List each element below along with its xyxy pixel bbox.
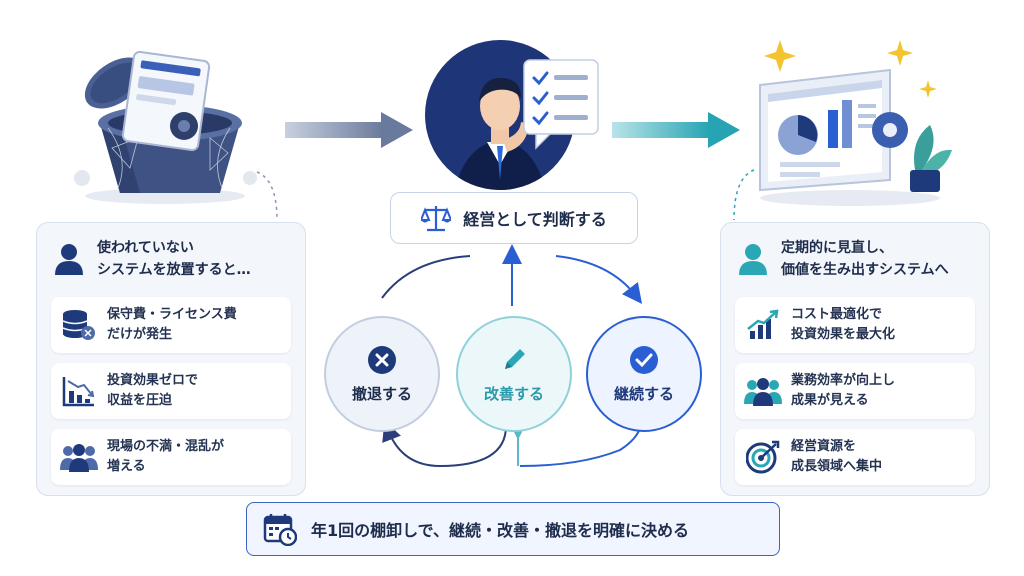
check-icon — [630, 345, 658, 374]
left-item-roi-line2: 収益を圧迫 — [107, 393, 173, 408]
right-item-efficiency: 業務効率が向上し 成果が見える — [735, 363, 975, 419]
left-panel-title-line2: システムを放置すると… — [97, 262, 251, 278]
left-item-staff-line2: 増える — [107, 459, 146, 474]
sparkle-icon — [764, 40, 796, 72]
declining-chart-icon — [62, 377, 95, 407]
right-item-cost-line1: コスト最適化で — [791, 307, 883, 322]
left-item-roi-line1: 投資効果ゼロで — [107, 373, 199, 388]
dashed-connector — [733, 169, 755, 221]
right-item-efficiency-line2: 成果が見える — [791, 393, 869, 408]
people-group-icon — [60, 444, 98, 472]
left-item-staff: 現場の不満・混乱が 増える — [51, 429, 291, 485]
calendar-clock-icon — [263, 514, 297, 546]
left-panel: 使われていない システムを放置すると… 保守費・ライセンス費 だけが発生 投資効… — [36, 222, 306, 496]
person-icon — [55, 244, 83, 275]
left-item-cost: 保守費・ライセンス費 だけが発生 — [51, 297, 291, 353]
arrow-right-icon — [285, 112, 413, 148]
person-icon — [739, 244, 767, 275]
dashed-connector — [256, 171, 278, 221]
dashboard-illustration — [759, 40, 952, 206]
close-icon — [368, 345, 396, 374]
left-item-cost-line2: だけが発生 — [107, 327, 173, 342]
target-icon — [746, 440, 780, 474]
checklist-icon — [523, 59, 599, 150]
judgement-label: 経営として判断する — [463, 210, 607, 229]
rising-chart-icon — [747, 309, 779, 339]
right-panel-header: 定期的に見直し、 価値を生み出すシステムへ — [739, 237, 949, 281]
team-icon — [744, 378, 782, 406]
right-item-resources: 経営資源を 成長領域へ集中 — [735, 429, 975, 485]
abandoned-system-illustration — [74, 50, 257, 204]
right-item-resources-line2: 成長領域へ集中 — [791, 459, 883, 474]
option-continue: 継続する — [586, 316, 702, 432]
option-improve-label: 改善する — [483, 384, 544, 403]
option-continue-label: 継続する — [613, 384, 674, 403]
bottom-banner: 年1回の棚卸しで、継続・改善・撤退を明確に決める — [246, 502, 780, 556]
pencil-icon — [505, 348, 525, 369]
right-item-resources-line1: 経営資源を — [791, 439, 857, 454]
right-item-cost-line2: 投資効果を最大化 — [791, 327, 896, 342]
option-withdraw-label: 撤退する — [351, 384, 412, 403]
left-item-staff-line1: 現場の不満・混乱が — [107, 439, 225, 454]
left-panel-title-line1: 使われていない — [97, 240, 194, 256]
judgement-box: 経営として判断する — [390, 192, 638, 244]
option-withdraw: 撤退する — [324, 316, 440, 432]
option-improve: 改善する — [456, 316, 572, 432]
right-item-cost: コスト最適化で 投資効果を最大化 — [735, 297, 975, 353]
banner-text: 年1回の棚卸しで、継続・改善・撤退を明確に決める — [311, 521, 690, 540]
scale-icon — [421, 206, 452, 232]
left-item-roi: 投資効果ゼロで 収益を圧迫 — [51, 363, 291, 419]
right-panel-title-line1: 定期的に見直し、 — [781, 240, 893, 256]
database-coin-icon — [62, 310, 95, 340]
right-panel: 定期的に見直し、 価値を生み出すシステムへ コスト最適化で 投資効果を最大化 業… — [720, 222, 990, 496]
right-panel-title-line2: 価値を生み出すシステムへ — [781, 262, 949, 278]
left-item-cost-line1: 保守費・ライセンス費 — [107, 307, 237, 322]
right-item-efficiency-line1: 業務効率が向上し — [791, 373, 896, 388]
left-panel-header: 使われていない システムを放置すると… — [55, 237, 251, 281]
arrow-right-icon — [612, 112, 740, 148]
